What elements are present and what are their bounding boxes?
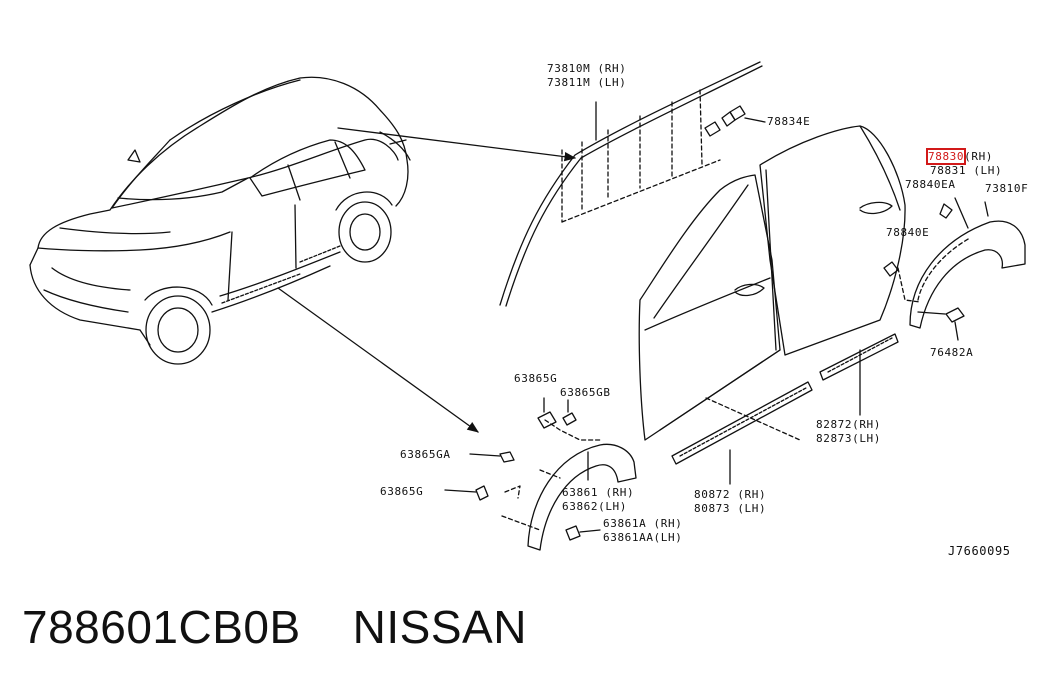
brand-name: NISSAN bbox=[352, 601, 527, 653]
label-63865gb: 63865GB bbox=[560, 386, 611, 399]
label-73810f: 73810F bbox=[985, 182, 1029, 195]
front-wheel-arch bbox=[501, 419, 637, 551]
label-73811m: 73811M (LH) bbox=[547, 76, 627, 89]
label-82872: 82872(RH) bbox=[816, 418, 882, 431]
arrow-to-front-arch bbox=[277, 287, 479, 433]
caption: 788601CB0B NISSAN bbox=[22, 600, 527, 654]
vehicle-illustration bbox=[29, 76, 411, 365]
label-73810m: 73810M (RH) bbox=[547, 62, 627, 75]
label-78830-side: (RH) bbox=[964, 150, 994, 163]
roof-molding bbox=[499, 61, 763, 307]
label-78830-part: 78830 bbox=[925, 148, 967, 165]
label-63861a: 63861A (RH) bbox=[603, 517, 683, 530]
label-78840ea: 78840EA bbox=[905, 178, 956, 191]
clip-78834e bbox=[704, 105, 766, 137]
label-76482a: 76482A bbox=[930, 346, 974, 359]
label-63865ga: 63865GA bbox=[400, 448, 451, 461]
label-78834e: 78834E bbox=[767, 115, 811, 128]
front-arch-clips bbox=[444, 397, 601, 541]
label-63865g-left: 63865G bbox=[380, 485, 424, 498]
label-63861: 63861 (RH) bbox=[562, 486, 635, 499]
label-80872: 80872 (RH) bbox=[694, 488, 767, 501]
label-63862: 63862(LH) bbox=[562, 500, 628, 513]
label-80873: 80873 (LH) bbox=[694, 502, 767, 515]
label-63861aa: 63861AA(LH) bbox=[603, 531, 683, 544]
label-78840e: 78840E bbox=[886, 226, 930, 239]
label-78830-highlighted: 78830(RH) bbox=[925, 148, 994, 165]
door-moldings bbox=[671, 333, 899, 485]
arrow-to-roof-molding bbox=[337, 127, 577, 162]
door-panels bbox=[638, 125, 906, 441]
label-78831: 78831 (LH) bbox=[930, 164, 1003, 177]
rear-wheel-arch bbox=[883, 197, 1026, 341]
label-82873: 82873(LH) bbox=[816, 432, 882, 445]
label-63865g-top: 63865G bbox=[514, 372, 558, 385]
diagram-reference-code: J7660095 bbox=[948, 544, 1011, 558]
part-number: 788601CB0B bbox=[22, 601, 301, 653]
